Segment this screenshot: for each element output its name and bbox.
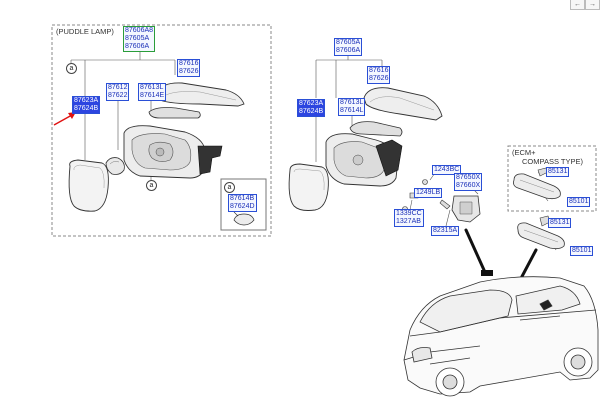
part-1339cc[interactable]: 1339CC [396, 210, 422, 217]
part-group-87616-right[interactable]: 87616 87626 [367, 66, 391, 84]
part-85131-ecm[interactable]: 85131 [546, 167, 570, 177]
part-87660x[interactable]: 87660X [456, 182, 481, 189]
part-87613l-left[interactable]: 87613L [140, 84, 164, 91]
left-mirror-glass [68, 159, 109, 212]
forward-arrow-icon[interactable]: → [585, 0, 600, 10]
part-group-87623a-right[interactable]: 87623A 87624B [297, 99, 326, 117]
ecm-title-line1: (ECM+ [512, 148, 536, 157]
puddle-lamp-title: (PUDDLE LAMP) [56, 27, 114, 36]
part-1249lb[interactable]: 1249LB [414, 188, 443, 198]
ecm-panel-frame [507, 145, 597, 212]
part-87613l-right[interactable]: 87613L [340, 99, 364, 106]
part-group-87650x[interactable]: 87650X 87660X [454, 173, 483, 191]
part-87624b-left[interactable]: 87624B [74, 105, 99, 112]
part-87612[interactable]: 87612 [108, 84, 128, 91]
part-87626-left[interactable]: 87626 [179, 68, 199, 75]
detail-box-a [220, 178, 267, 231]
part-87614l-right[interactable]: 87614L [340, 107, 364, 114]
part-group-87612[interactable]: 87612 87622 [106, 83, 130, 101]
detail-a-lamp [233, 213, 255, 226]
right-mount-bracket [375, 139, 403, 177]
part-85131-standard[interactable]: 85131 [548, 218, 572, 228]
ecm-title-line2: COMPASS TYPE) [522, 157, 583, 166]
part-87605a-right[interactable]: 87605A [336, 39, 361, 46]
left-side-repeater [148, 107, 201, 119]
part-85101-ecm[interactable]: 85101 [567, 197, 591, 207]
part-87614e-left[interactable]: 87614E [140, 92, 165, 99]
part-87606a-left[interactable]: 87606A [125, 43, 150, 50]
callout-a-detail: a [224, 182, 235, 193]
part-group-87616-left[interactable]: 87616 87626 [177, 59, 201, 77]
part-87616-right[interactable]: 87616 [369, 67, 389, 74]
part-87622[interactable]: 87622 [108, 92, 128, 99]
back-arrow-icon[interactable]: ← [570, 0, 585, 10]
part-87624d[interactable]: 87624D [230, 203, 255, 210]
callout-a-left: a [66, 63, 77, 74]
ecm-mirror [513, 173, 561, 200]
part-87605a-left[interactable]: 87605A [125, 35, 150, 42]
part-group-87613l-right[interactable]: 87613L 87614L [338, 98, 366, 116]
left-mount-bracket [197, 145, 223, 175]
part-87614b[interactable]: 87614B [230, 195, 255, 202]
part-82315a[interactable]: 82315A [431, 226, 460, 236]
part-87616-left[interactable]: 87616 [179, 60, 199, 67]
right-side-repeater [349, 121, 403, 137]
part-group-87614b[interactable]: 87614B 87624D [228, 194, 257, 212]
part-group-87613l-left[interactable]: 87613L 87614E [138, 83, 167, 101]
left-puddle-lamp [105, 157, 125, 175]
part-87623a-left[interactable]: 87623A [74, 97, 99, 104]
right-mirror-cap [363, 87, 443, 121]
left-mirror-cap [157, 82, 245, 107]
part-group-87606a8[interactable]: 87606A8 87605A 87606A [123, 26, 156, 52]
part-87650x[interactable]: 87650X [456, 174, 481, 181]
right-mirror-glass [288, 163, 329, 211]
part-87623a-right[interactable]: 87623A [299, 100, 324, 107]
part-87626-right[interactable]: 87626 [369, 75, 389, 82]
part-group-1339cc[interactable]: 1339CC 1327AB [394, 209, 424, 227]
part-85101-standard[interactable]: 85101 [570, 246, 594, 256]
part-1243bc[interactable]: 1243BC [432, 165, 462, 175]
part-87606a-right[interactable]: 87606A [336, 47, 361, 54]
callout-a-bottom: a [146, 180, 157, 191]
part-87624b-right[interactable]: 87624B [299, 108, 324, 115]
part-87606a8[interactable]: 87606A8 [125, 27, 154, 34]
part-1327ab[interactable]: 1327AB [396, 218, 421, 225]
vehicle-illustration [403, 276, 599, 397]
part-group-87623a-left[interactable]: 87623A 87624B [72, 96, 101, 114]
part-group-87605a-right[interactable]: 87605A 87606A [334, 38, 363, 56]
